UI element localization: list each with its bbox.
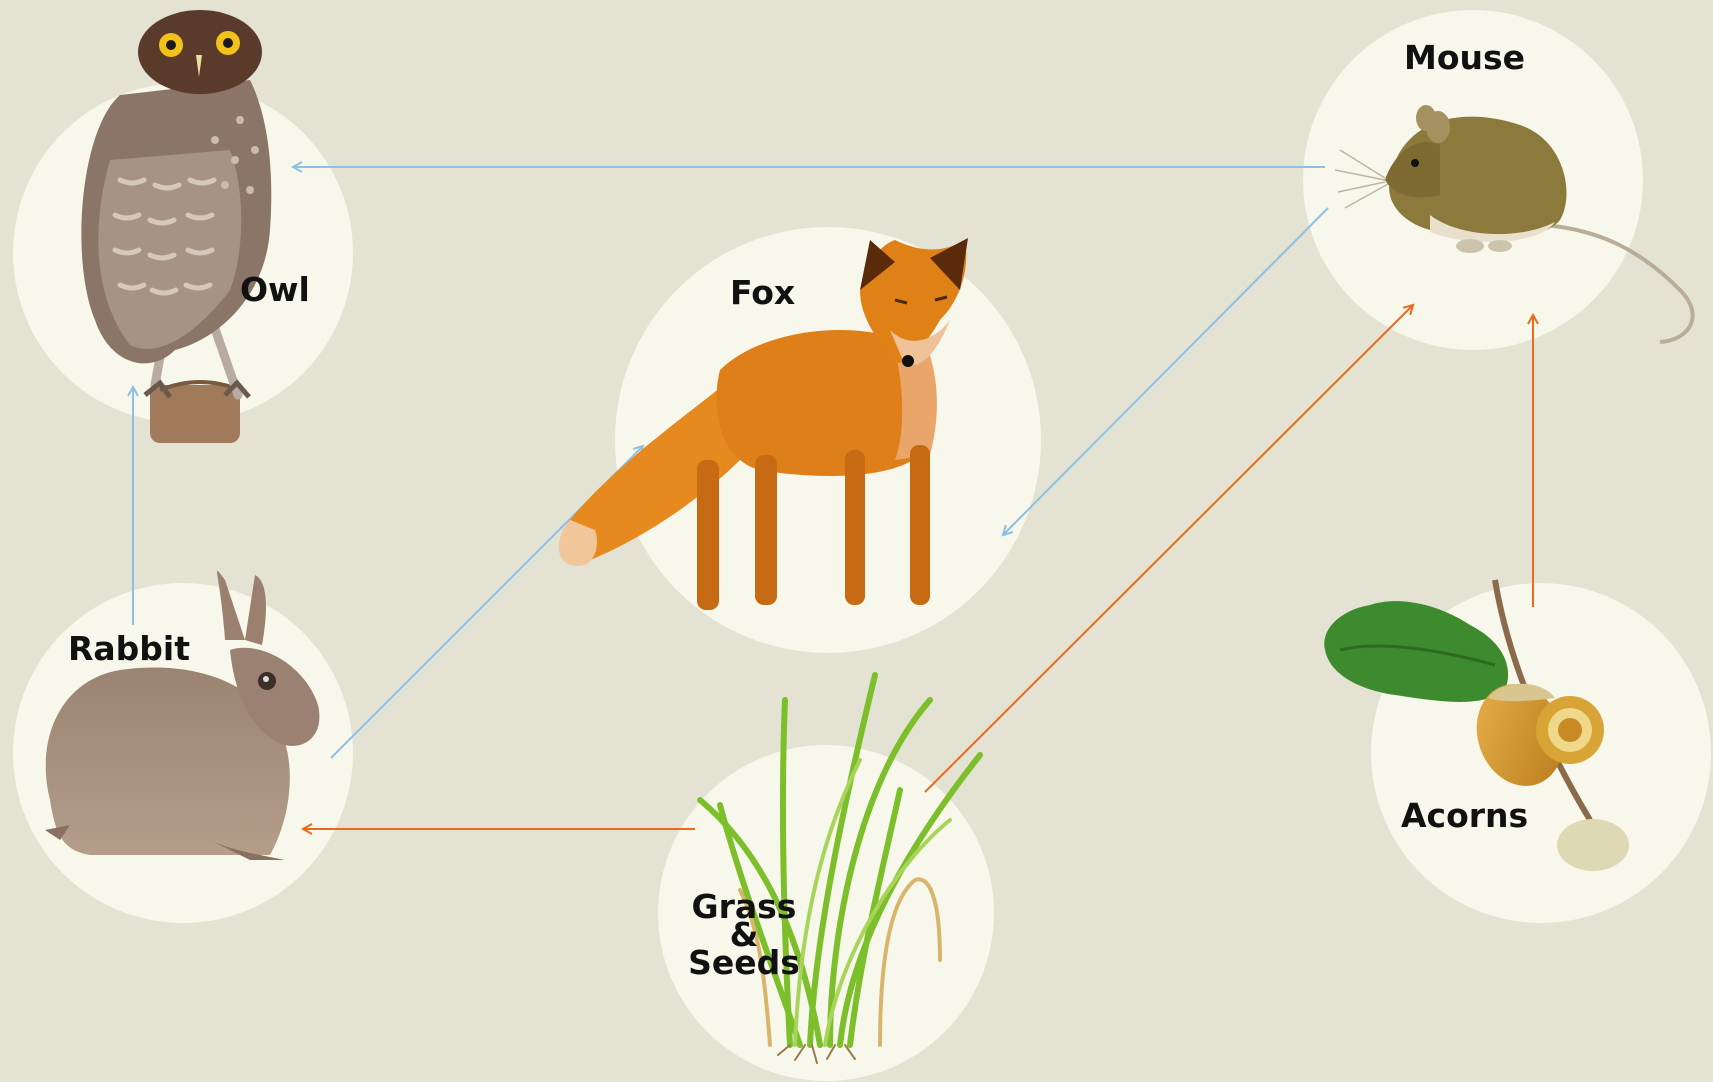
grass-label-line-3: Seeds [688,943,800,982]
owl-label: Owl [240,270,310,309]
rabbit-label: Rabbit [68,629,190,668]
edge-mouse-to-fox [1003,208,1328,535]
mouse-label: Mouse [1404,38,1525,77]
fox-label: Fox [730,273,795,312]
acorns-label: Acorns [1401,796,1528,835]
